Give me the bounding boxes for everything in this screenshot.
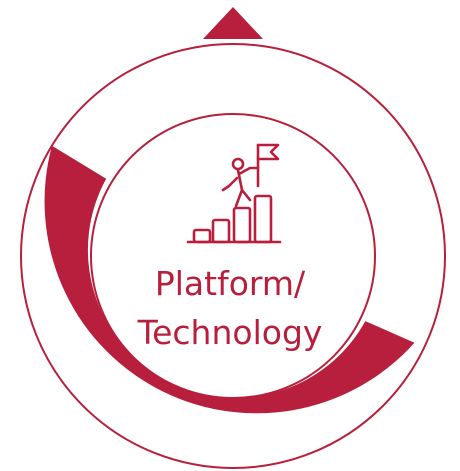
center-label-line1: Platform/	[154, 264, 306, 303]
person-climbing-steps-with-flag-icon	[186, 143, 282, 244]
inner-circle	[90, 113, 376, 399]
triangle-up-icon	[203, 7, 263, 39]
outer-ring-outline	[20, 43, 446, 469]
center-label-line2: Technology	[137, 313, 323, 352]
progress-arc	[44, 145, 415, 414]
